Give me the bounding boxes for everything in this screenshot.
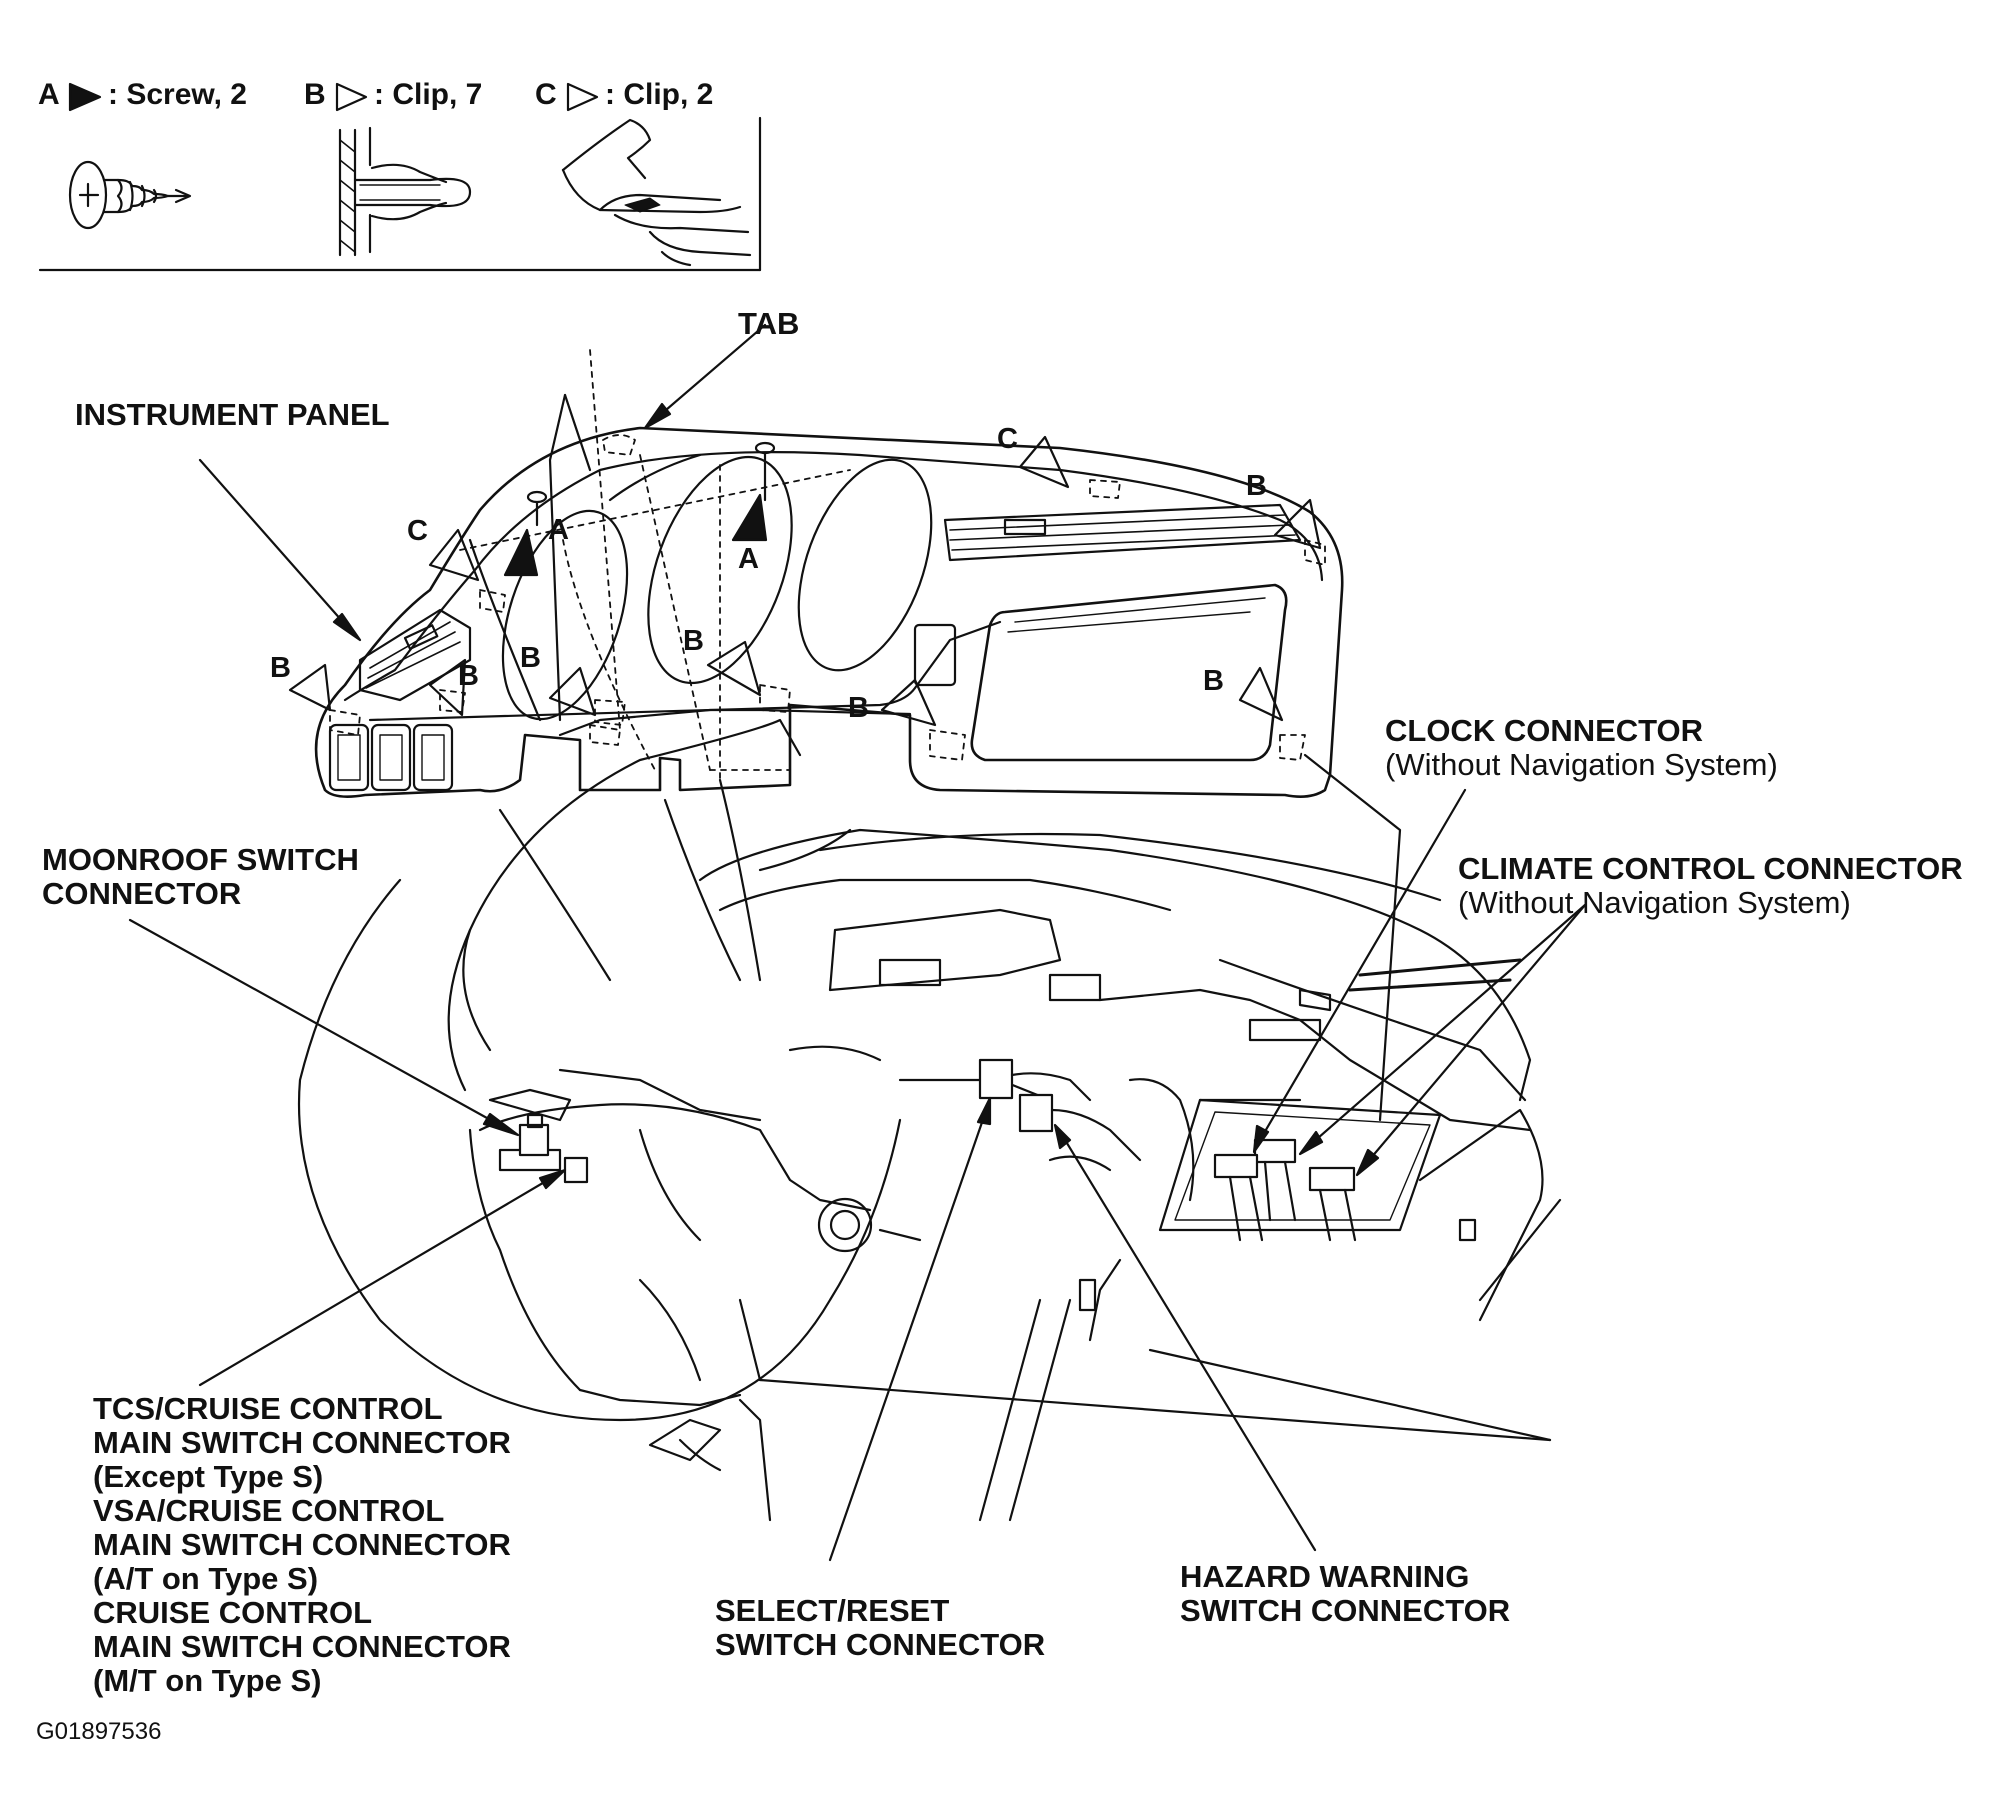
screw-holes (528, 443, 774, 525)
legend-b-letter: B (304, 78, 326, 111)
select-reset-label-line2: SWITCH CONNECTOR (715, 1627, 1046, 1662)
center-console-recess (1160, 1020, 1475, 1240)
dashboard-base (449, 720, 1560, 1405)
left-switch-bank (330, 725, 452, 790)
clip-c-icon (563, 120, 750, 265)
clock-connector-icon (1255, 1140, 1295, 1220)
tcs-label-line9: (M/T on Type S) (93, 1663, 322, 1698)
hazard-label-line2: SWITCH CONNECTOR (1180, 1593, 1511, 1628)
marker-a-icons (505, 495, 766, 575)
tcs-label-line4: VSA/CRUISE CONTROL (93, 1493, 445, 1528)
marker-b-top-right: B (1246, 470, 1267, 502)
figure-id: G01897536 (36, 1718, 162, 1745)
legend-c-letter: C (535, 78, 557, 111)
center-vent (945, 505, 1300, 560)
left-vent (360, 610, 470, 700)
clip-b-icon (340, 128, 470, 255)
legend-frame (40, 118, 760, 270)
tcs-label-line3: (Except Type S) (93, 1459, 324, 1494)
steering-wheel-outline (299, 780, 900, 1470)
hazard-label-line1: HAZARD WARNING (1180, 1559, 1470, 1594)
clock-connector-label: CLOCK CONNECTOR (1385, 713, 1704, 748)
tcs-label-line8: MAIN SWITCH CONNECTOR (93, 1629, 511, 1664)
marker-b-left-3: B (520, 642, 541, 674)
dashboard-details (490, 960, 1330, 1200)
tcs-label-line2: MAIN SWITCH CONNECTOR (93, 1425, 511, 1460)
legend-b-text: : Clip, 7 (374, 78, 483, 111)
gauge-cluster (470, 438, 957, 735)
marker-a-center: A (738, 543, 759, 575)
marker-b-far-left: B (270, 652, 291, 684)
display-opening (915, 585, 1286, 760)
tcs-label-line6: (A/T on Type S) (93, 1561, 319, 1596)
legend-a-letter: A (38, 78, 60, 111)
marker-c-icons (430, 437, 1068, 580)
legend-c-text: : Clip, 2 (605, 78, 714, 111)
moonroof-label-line2: CONNECTOR (42, 876, 242, 911)
legend-marker-c-icon (568, 84, 597, 110)
clock-connector-note: (Without Navigation System) (1385, 747, 1778, 782)
tcs-label-line7: CRUISE CONTROL (93, 1595, 372, 1630)
marker-a-left: A (548, 514, 569, 546)
tcs-connector-icon (565, 1158, 587, 1182)
hazard-connector-icon (1020, 1095, 1140, 1160)
column-supports (640, 1130, 1550, 1520)
instrument-panel-outline (316, 428, 1342, 797)
marker-b-display: B (1203, 665, 1224, 697)
instrument-panel-label: INSTRUMENT PANEL (75, 397, 390, 432)
marker-b-lower-center: B (848, 692, 869, 724)
moonroof-connector-icon (520, 1115, 548, 1155)
tab-leader-lines (550, 325, 765, 720)
clip-locations-dotted (330, 350, 1325, 780)
legend-marker-b-icon (337, 84, 366, 110)
tcs-label-line5: MAIN SWITCH CONNECTOR (93, 1527, 511, 1562)
leader-lines (130, 460, 1585, 1560)
tab-label: TAB (738, 306, 800, 341)
marker-b-center: B (683, 625, 704, 657)
select-reset-connector-icon (980, 1060, 1090, 1100)
climate-connector-icon (1215, 1155, 1355, 1240)
climate-connector-note: (Without Navigation System) (1458, 885, 1851, 920)
legend-marker-a-icon (70, 84, 100, 110)
moonroof-label-line1: MOONROOF SWITCH (42, 842, 359, 877)
screw-icon (70, 162, 190, 228)
marker-b-left-2: B (458, 660, 479, 692)
marker-b-icons (290, 500, 1320, 725)
marker-c-top: C (997, 423, 1018, 455)
tcs-label-line1: TCS/CRUISE CONTROL (93, 1391, 443, 1426)
select-reset-label-line1: SELECT/RESET (715, 1593, 950, 1628)
climate-connector-label: CLIMATE CONTROL CONNECTOR (1458, 851, 1963, 886)
legend-a-text: : Screw, 2 (108, 78, 247, 111)
marker-c-left: C (407, 515, 428, 547)
